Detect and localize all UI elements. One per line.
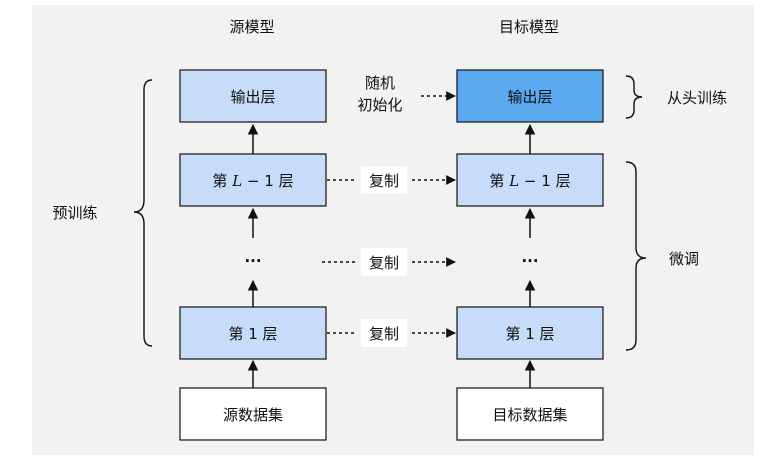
source-layer-L-box — [179, 153, 327, 207]
fine-tune-brace — [625, 161, 647, 351]
train-from-scratch-label: 从头训练 — [667, 89, 727, 107]
source-ellipsis: ··· — [244, 252, 261, 270]
target-ellipsis: ··· — [521, 252, 538, 270]
target-dataset-label: 目标数据集 — [492, 406, 567, 424]
source-layer-L-label: 第 L − 1 层 — [212, 172, 293, 190]
source-dataset-box — [179, 387, 327, 441]
copy-label-bg-layerL — [361, 166, 407, 194]
random-init-label-line2: 初始化 — [357, 96, 402, 114]
copy-label-layer1: 复制 — [369, 325, 399, 343]
target-output-layer-box — [456, 69, 604, 123]
background-panel — [32, 5, 754, 455]
source-model-title: 源模型 — [229, 18, 274, 36]
source-output-layer-label: 输出层 — [230, 88, 275, 106]
copy-label-layerL: 复制 — [369, 172, 399, 190]
fine-tune-label: 微调 — [669, 250, 699, 268]
copy-label-bg-layer1 — [361, 319, 407, 347]
pretrain-label: 预训练 — [52, 204, 97, 222]
random-init-label-line1: 随机 — [365, 74, 395, 92]
target-layer-L-box — [456, 153, 604, 207]
train-from-scratch-brace — [625, 75, 643, 119]
target-layer-1-box — [456, 306, 604, 360]
target-dataset-box — [456, 387, 604, 441]
copy-label-ellipsis: 复制 — [369, 254, 399, 272]
source-layer-1-label: 第 1 层 — [228, 325, 277, 343]
target-model-title: 目标模型 — [499, 18, 559, 36]
target-layer-1-label: 第 1 层 — [505, 325, 554, 343]
source-dataset-label: 源数据集 — [223, 406, 283, 424]
target-layer-L-label: 第 L − 1 层 — [489, 172, 570, 190]
target-output-layer-label: 输出层 — [507, 88, 552, 106]
copy-label-bg-ellipsis — [361, 248, 407, 276]
source-output-layer-box — [179, 69, 327, 123]
pretrain-brace — [133, 79, 153, 347]
